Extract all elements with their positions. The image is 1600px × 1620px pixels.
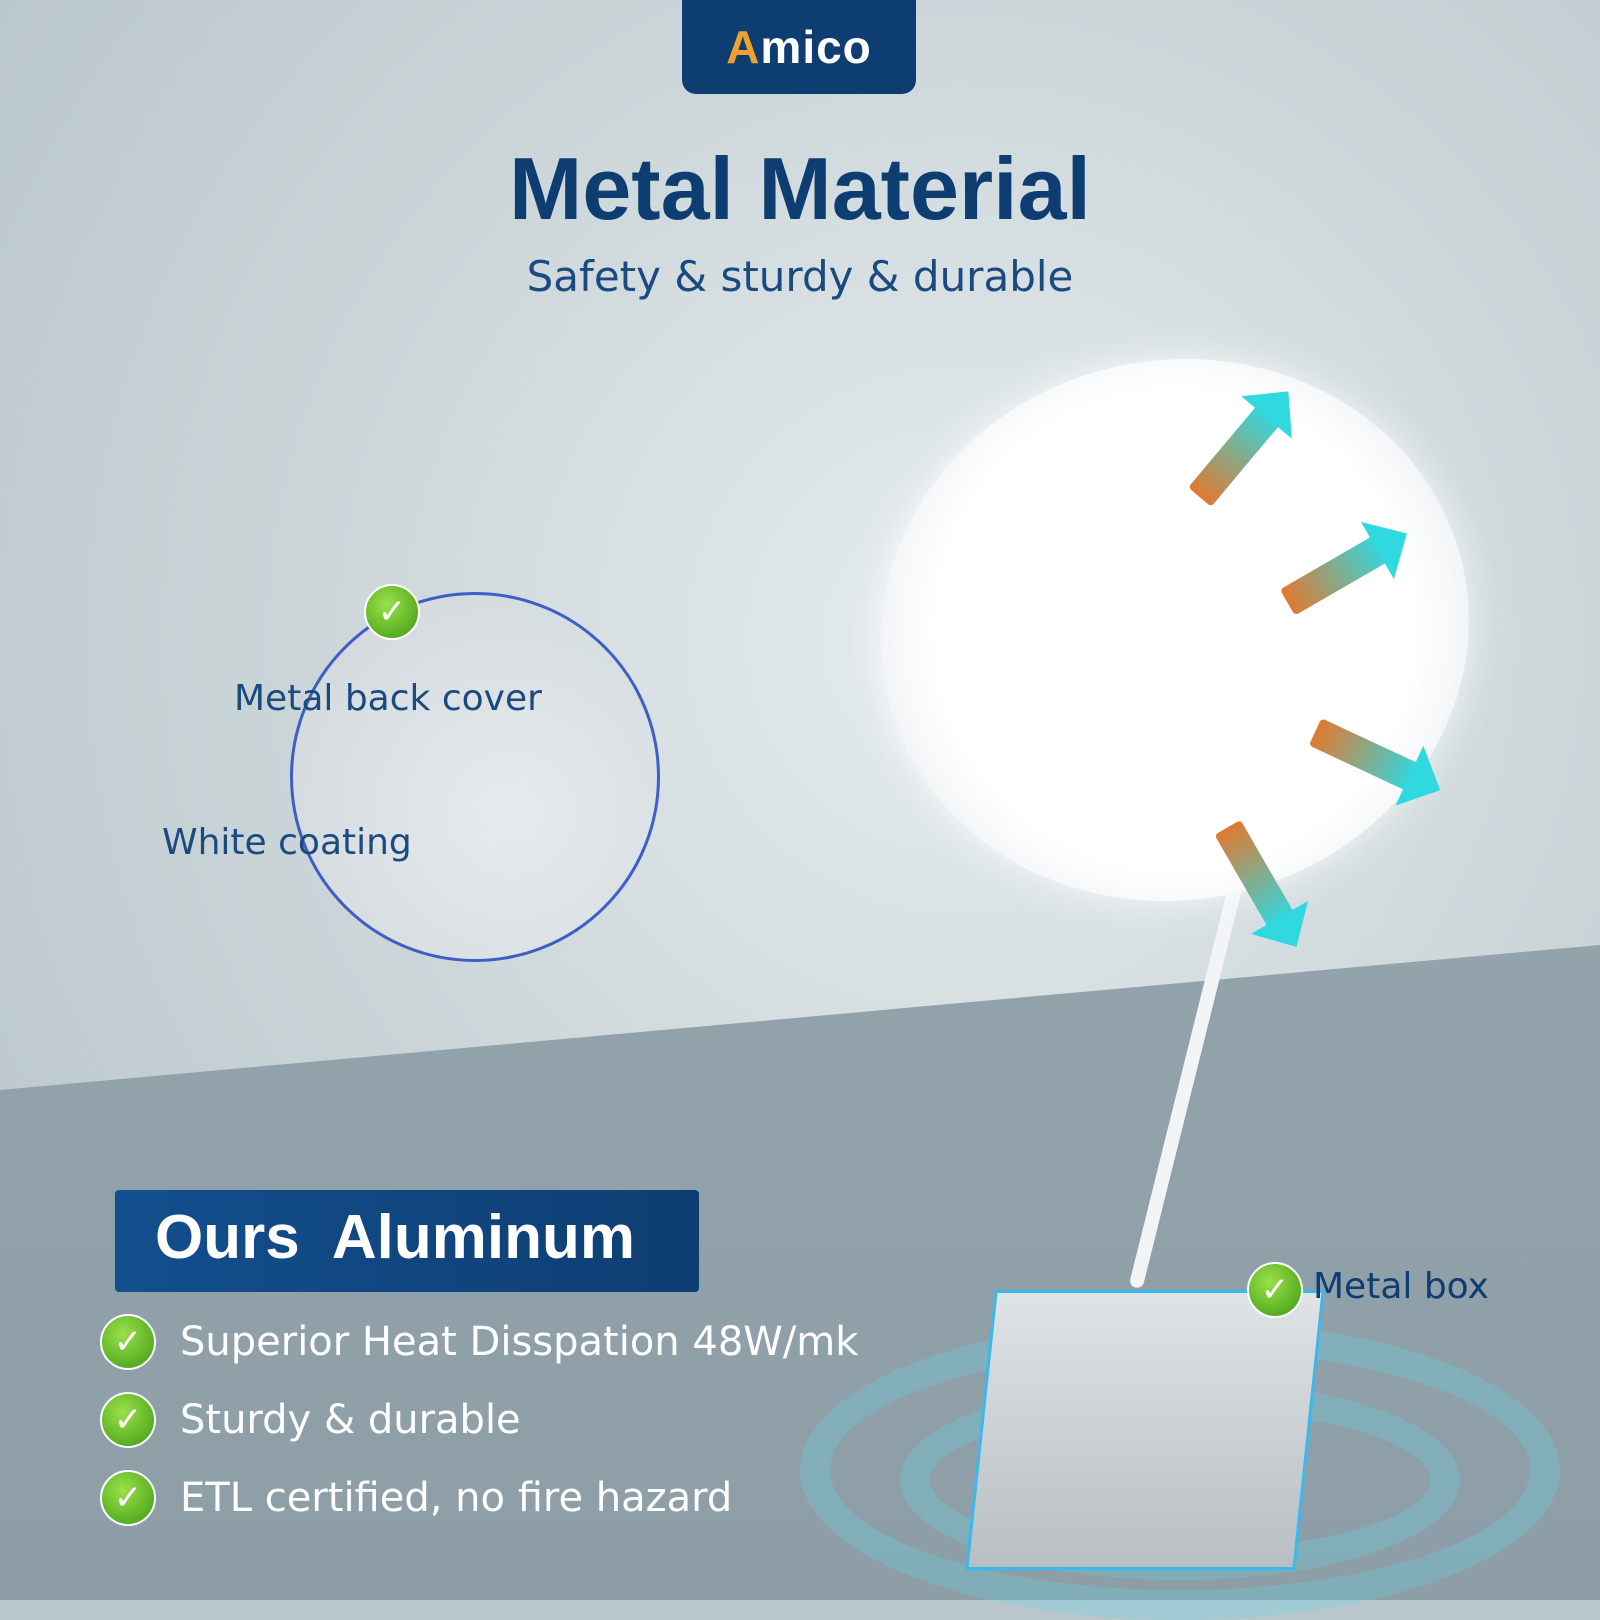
feature-text: ETL certified, no fire hazard (180, 1475, 733, 1521)
check-icon: ✓ (100, 1314, 156, 1370)
label-metal-back-cover: Metal back cover (234, 678, 542, 719)
feature-item: ✓ Superior Heat Disspation 48W/mk (100, 1314, 858, 1370)
feature-text: Superior Heat Disspation 48W/mk (180, 1319, 859, 1365)
feature-item: ✓ ETL certified, no fire hazard (100, 1470, 732, 1526)
page-title: Metal Material (509, 139, 1091, 238)
ours-aluminum-banner: Ours Aluminum (115, 1190, 699, 1292)
logo-text: mico (760, 21, 872, 73)
feature-text: Sturdy & durable (180, 1397, 521, 1443)
page-subtitle: Safety & sturdy & durable (526, 252, 1074, 301)
check-icon: ✓ (1247, 1262, 1303, 1318)
check-icon: ✓ (100, 1470, 156, 1526)
label-white-coating: White coating (162, 822, 412, 863)
label-metal-box: Metal box (1313, 1266, 1489, 1307)
logo-a: A (726, 21, 761, 73)
check-icon: ✓ (364, 584, 420, 640)
back-cover-detail-image (290, 592, 660, 962)
metal-box-image (965, 1290, 1325, 1570)
check-icon: ✓ (100, 1392, 156, 1448)
feature-item: ✓ Sturdy & durable (100, 1392, 521, 1448)
